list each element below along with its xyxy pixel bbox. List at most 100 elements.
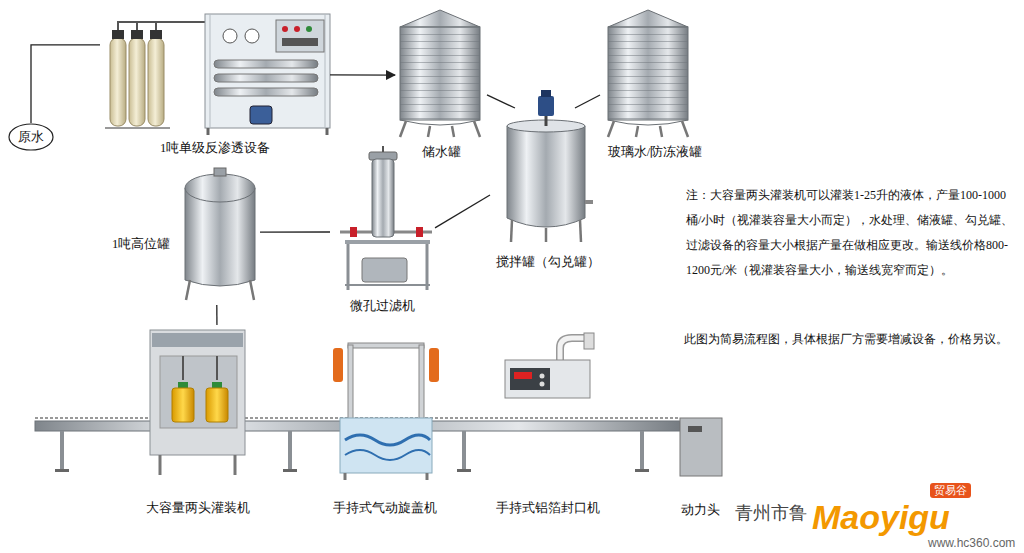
ro-equipment <box>105 14 330 135</box>
foil-sealer-part <box>514 372 532 379</box>
ro-equipment-part <box>148 38 164 126</box>
power-head <box>680 418 722 476</box>
ro-equipment-part <box>306 26 312 32</box>
header-tank-part <box>214 168 226 176</box>
tank-legs <box>186 280 254 300</box>
watermark-logo: Maoyigu <box>812 500 950 534</box>
power-head-part <box>680 418 722 476</box>
conveyor-part <box>60 431 64 470</box>
mixing-tank-part <box>585 200 593 204</box>
header-tank-part <box>185 188 255 286</box>
tank-legs-part <box>660 126 662 137</box>
micro-filter-part <box>426 244 429 290</box>
tank-legs <box>400 121 480 137</box>
ro-equipment-part <box>118 22 205 31</box>
tank-legs <box>511 220 581 242</box>
flow-line <box>330 74 395 75</box>
micro-filter <box>340 146 432 290</box>
ro-equipment-part <box>282 26 288 32</box>
ro-equipment-part <box>129 38 145 126</box>
filler-unit: 大容量两头灌装机 <box>130 325 265 520</box>
conveyor <box>35 418 680 472</box>
flow-line <box>216 305 217 325</box>
tank-legs-part <box>250 280 254 300</box>
micro-filter-part <box>350 227 357 237</box>
capping-machine-part <box>345 450 430 460</box>
watermark-url: www.hc360.com <box>928 537 1015 550</box>
micro-filter-part <box>372 159 394 237</box>
circle-outline-shape <box>9 124 53 150</box>
equipment-label: 1吨高位罐 <box>112 237 170 253</box>
note-text: 注：大容量两头灌装机可以灌装1-25升的液体，产量100-1000桶/小时（视灌… <box>686 183 1018 283</box>
ro-equipment-part <box>136 22 138 31</box>
micro-filter-part <box>416 227 423 237</box>
conveyor-part <box>288 431 292 470</box>
capping-machine-part <box>419 345 424 420</box>
watermark-badge: 贸易谷 <box>930 483 971 498</box>
ro-equipment-part <box>105 127 170 129</box>
header-tank-part <box>185 174 255 202</box>
equipment-label: 1吨单级反渗透设备 <box>160 141 270 157</box>
filling-machine-part <box>172 388 194 422</box>
tank-legs-part <box>545 228 548 242</box>
foil-sealer-part <box>505 360 590 398</box>
antifreeze-tank-part <box>608 120 688 125</box>
conveyor-part <box>457 469 471 472</box>
tank-legs-part <box>682 121 688 137</box>
ro-equipment-part <box>205 14 330 128</box>
storage-tank-part <box>400 120 480 125</box>
header-tank <box>185 168 255 300</box>
note-text-box: 此图为简易流程图，具体根据厂方需要增减设备，价格另议。 <box>684 330 1020 348</box>
tank-legs-part <box>400 121 406 137</box>
mixing-tank-part <box>541 90 551 97</box>
conveyor-part <box>55 469 69 472</box>
flow-line <box>435 195 490 228</box>
tank-legs-part <box>186 280 190 300</box>
equipment-label: 大容量两头灌装机 <box>146 501 250 517</box>
capping-machine-part <box>348 343 424 348</box>
equipment-label: 玻璃水/防冻液罐 <box>608 145 702 161</box>
equipment-label: 动力头 <box>681 503 720 519</box>
equipment-label: 微孔过滤机 <box>350 299 415 315</box>
ro-equipment-part <box>150 30 162 39</box>
foil-sealer-part <box>540 374 545 379</box>
flow-line <box>487 95 515 108</box>
equipment-label: 储水罐 <box>422 145 461 161</box>
filling-machine-part <box>150 330 245 455</box>
note-text-box: 注：大容量两头灌装机可以灌装1-25升的液体，产量100-1000桶/小时（视灌… <box>686 183 1018 283</box>
header-tank-unit: 1吨高位罐 <box>100 165 260 305</box>
watermark-text-box: 青州市鲁 <box>735 504 807 524</box>
filling-machine-part <box>159 455 162 475</box>
conveyor-part <box>635 469 649 472</box>
micro-filter-part <box>345 240 430 244</box>
ro-equipment-part <box>131 30 143 39</box>
capping-machine-part <box>348 345 353 420</box>
capping-machine-part <box>429 348 439 382</box>
flow-line <box>575 95 600 108</box>
filling-machine-part <box>234 455 237 475</box>
tank-legs-part <box>511 220 512 242</box>
ro-equipment-part <box>245 29 259 43</box>
antifreeze-tank-part <box>608 27 688 120</box>
ro-equipment-part <box>214 88 318 96</box>
ro-equipment-part <box>326 128 329 135</box>
tank-legs-part <box>608 121 614 137</box>
conveyor-part <box>462 431 466 470</box>
tank-legs-part <box>428 126 430 137</box>
conveyor-part <box>283 469 297 472</box>
watermark-logo-box: Maoyigu <box>812 500 950 534</box>
watermark-url-box: www.hc360.com <box>928 537 1015 550</box>
ro-equipment-part <box>282 38 318 46</box>
filter-unit: 微孔过滤机 <box>330 148 435 318</box>
micro-filter-part <box>345 284 430 286</box>
power-head-part <box>688 426 702 432</box>
ro-equipment-part <box>110 38 126 126</box>
raw-water-circle: 原水 <box>8 123 54 151</box>
ro-equipment-part <box>294 26 300 32</box>
ro-equipment-part <box>207 128 210 135</box>
micro-filter-part <box>347 244 350 290</box>
ro-equipment-part <box>223 29 237 43</box>
capping-machine-part <box>333 348 343 382</box>
watermark-text: 青州市鲁 <box>735 504 807 524</box>
sealer-unit: 手持式铝箔封口机 <box>480 338 615 520</box>
